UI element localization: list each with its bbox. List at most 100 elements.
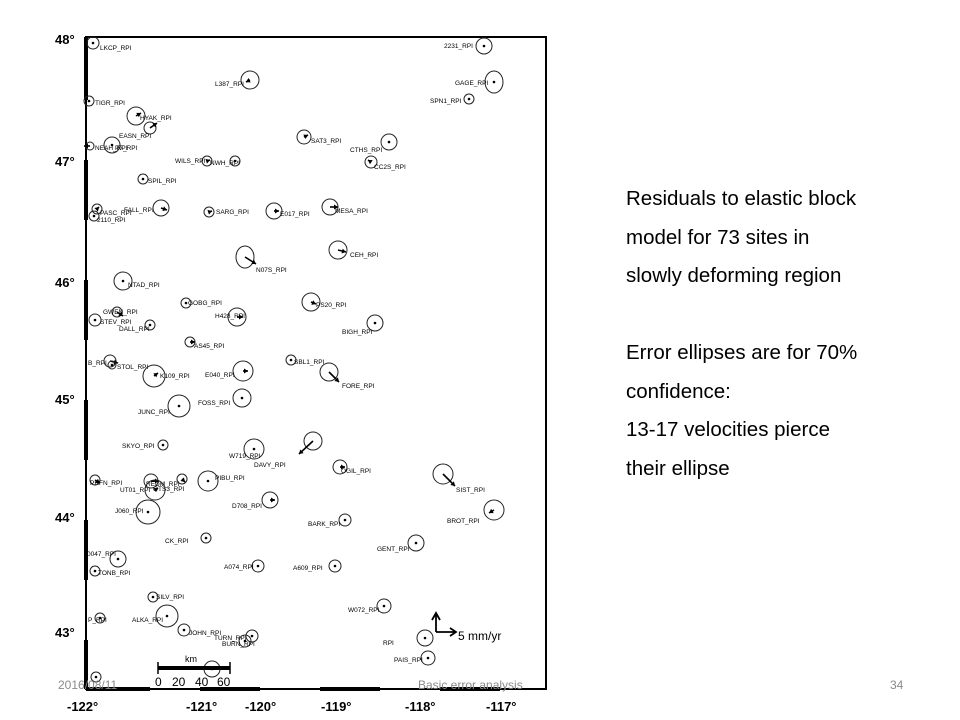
error-ellipse: [200, 532, 212, 544]
km-tick-0: 0: [155, 675, 162, 689]
site-dot: [93, 318, 97, 322]
error-ellipse: [483, 499, 505, 521]
site-marker: TIGR_RPI: [83, 95, 125, 107]
error-ellipse: [303, 431, 323, 451]
site-dot: [414, 541, 418, 545]
error-ellipse: [319, 362, 339, 382]
velocity-scale-label: 5 mm/yr: [458, 629, 501, 643]
site-marker: SAT3_RPI: [296, 129, 341, 145]
lon-label-122: -122°: [67, 699, 98, 714]
velocity-arrowhead: [368, 160, 373, 165]
error-ellipse: [147, 591, 159, 603]
site-marker: FORE_RPI: [319, 362, 375, 390]
site-label: 2110_RPI: [97, 217, 126, 224]
site-label: TONB_RPI: [98, 570, 131, 577]
site-dot: [333, 564, 337, 568]
site-dot: [151, 595, 155, 599]
site-dot: [252, 447, 256, 451]
site-label: P7_RPI: [115, 145, 138, 152]
site-marker: B_RPI: [88, 354, 119, 368]
site-label: STEV_RPI: [100, 319, 132, 326]
site-label: 0047_RPI: [87, 551, 116, 558]
site-marker: TURN_RPI: [214, 629, 259, 643]
site-dot: [492, 80, 496, 84]
site-label: FALL_RPI: [124, 207, 154, 214]
site-label: 2231_RPI: [444, 43, 473, 50]
site-marker: UT01_RPI: [120, 479, 166, 501]
velocity-arrowhead: [299, 449, 304, 454]
site-marker: W072_RPI: [348, 598, 392, 614]
site-marker: A074_RPI: [224, 559, 265, 573]
error-ellipse: [91, 203, 103, 215]
site-label: SIST_RPI: [456, 487, 485, 494]
error-ellipse: [152, 199, 170, 217]
caption-line: their ellipse: [626, 456, 730, 480]
lat-label-44: 44°: [55, 510, 75, 525]
site-dot: [121, 279, 125, 283]
site-marker: 0047_RPI: [87, 550, 127, 568]
velocity-arrowhead: [136, 112, 141, 118]
site-marker: CEH_RPI: [328, 240, 378, 260]
site-label: RPI: [383, 640, 394, 647]
km-tick-20: 20: [172, 675, 186, 689]
velocity-arrowhead: [95, 478, 100, 484]
footer-title: Basic error analysis: [418, 678, 523, 692]
velocity-arrowhead: [239, 314, 243, 320]
site-marker: 2110_RPI: [88, 210, 126, 224]
site-label: OGIL_RPI: [341, 468, 371, 475]
velocity-arrowhead: [489, 508, 494, 514]
site-marker: J060_RPI: [115, 499, 161, 525]
error-ellipse: [113, 271, 133, 291]
error-ellipse: [197, 470, 219, 492]
error-ellipse: [86, 36, 100, 50]
site-marker: D708_RPI: [232, 491, 279, 510]
site-marker: FALL_RPI: [124, 199, 170, 217]
site-label: PAIS_RPI: [394, 657, 423, 664]
site-dot: [92, 214, 96, 218]
error-ellipse: [328, 559, 342, 573]
lon-label-121: -121°: [186, 699, 217, 714]
site-marker: FOSS_RPI: [198, 388, 252, 408]
site-dot: [165, 614, 169, 618]
error-ellipse: [107, 360, 117, 370]
site-marker: BROT_RPI: [447, 499, 505, 525]
site-dot: [482, 44, 486, 48]
site-marker: SIST_RPI: [432, 463, 485, 494]
error-ellipse: [232, 388, 252, 408]
site-label: BROT_RPI: [447, 518, 480, 525]
error-ellipse: [109, 550, 127, 568]
site-label: SBL1_RPI: [294, 359, 325, 366]
site-label: L387_RPI: [215, 81, 244, 88]
site-label: UT01_RPI: [120, 487, 151, 494]
error-ellipse: [301, 292, 321, 312]
site-label: DALL_RPI: [119, 326, 150, 333]
error-ellipse: [227, 307, 247, 327]
error-ellipse: [111, 306, 123, 318]
site-dot: [116, 557, 120, 561]
site-marker: PRFN_RPI: [89, 474, 122, 487]
site-dot: [204, 536, 208, 540]
site-label: FOSS_RPI: [198, 400, 230, 407]
error-ellipse: [142, 364, 166, 388]
site-marker: GWEN_RPI: [103, 306, 138, 318]
site-label: AS45_RPI: [194, 343, 225, 350]
site-dot: [148, 323, 152, 327]
error-ellipse: [90, 671, 102, 683]
site-label: JUNC_RPI: [138, 409, 170, 416]
caption-line: model for 73 sites in: [626, 225, 810, 249]
velocity-arrowhead: [334, 377, 339, 382]
caption-line: confidence:: [626, 379, 731, 403]
site-label: JOHN_RPI: [189, 630, 221, 637]
site-dot: [94, 675, 98, 679]
site-label: SARG_RPI: [216, 209, 249, 216]
site-marker: HYAK_RPI: [126, 106, 172, 126]
site-label: CC2S_RPI: [374, 164, 406, 171]
site-dot: [382, 604, 386, 608]
error-ellipse: [157, 439, 169, 451]
km-tick-60: 60: [217, 675, 231, 689]
site-label: J060_RPI: [115, 508, 144, 515]
error-ellipse: [232, 360, 254, 382]
site-marker: PIBU_RPI: [197, 470, 245, 492]
error-ellipse: [416, 629, 434, 647]
site-dot: [387, 140, 391, 144]
